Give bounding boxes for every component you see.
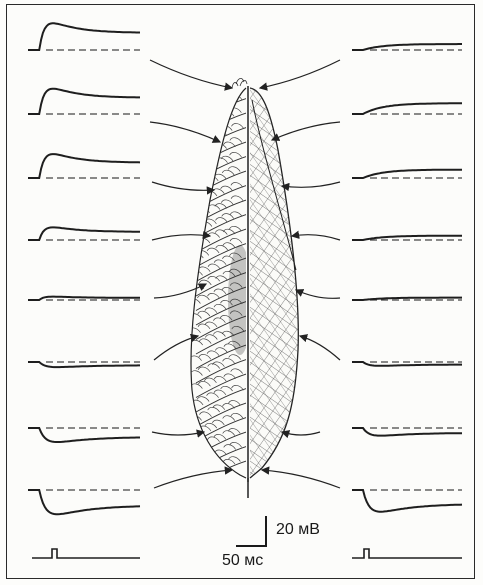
left-response-curve-2 (28, 89, 140, 114)
left-arrow-2 (150, 122, 220, 142)
right-arrow-3 (282, 182, 340, 187)
left-arrow-8 (154, 470, 232, 488)
left-trace-6 (28, 362, 140, 367)
right-response-curve-3 (352, 170, 462, 178)
left-response-curve-8 (28, 490, 140, 514)
right-arrow-8 (262, 470, 340, 488)
left-trace-1 (28, 23, 140, 50)
right-response-curve-7 (352, 428, 462, 436)
right-trace-6 (352, 362, 462, 366)
left-response-curve-3 (28, 154, 140, 178)
left-arrow-3 (152, 182, 214, 190)
left-trace-7 (28, 428, 140, 442)
right-arrow-1 (260, 60, 340, 88)
right-arrow-4 (292, 235, 340, 240)
right-trace-column (352, 44, 462, 512)
right-trace-3 (352, 170, 462, 178)
left-response-curve-1 (28, 23, 140, 50)
left-trace-4 (28, 227, 140, 240)
right-response-curve-4 (352, 236, 462, 240)
right-arrow-6 (300, 336, 340, 360)
scale-bar (236, 516, 266, 546)
right-trace-5 (352, 298, 462, 300)
left-trace-5 (28, 297, 140, 300)
left-response-curve-6 (28, 362, 140, 367)
right-trace-8 (352, 490, 462, 512)
right-response-curve-2 (352, 103, 462, 114)
right-arrow-7 (282, 432, 320, 435)
scale-time-label: 50 мс (222, 552, 263, 570)
right-trace-4 (352, 236, 462, 240)
right-arrow-5 (296, 290, 340, 298)
left-trace-column (28, 23, 140, 514)
left-trace-8 (28, 490, 140, 514)
left-trace-2 (28, 89, 140, 114)
left-arrow-7 (152, 432, 204, 435)
left-trace-3 (28, 154, 140, 178)
left-arrow-4 (152, 235, 210, 240)
right-response-curve-1 (352, 44, 462, 50)
right-trace-7 (352, 428, 462, 436)
stimulus-marker-left (32, 549, 140, 558)
scale-voltage-label: 20 мВ (276, 521, 320, 539)
mesh-texture (240, 80, 320, 490)
left-response-curve-7 (28, 428, 140, 442)
stimulus-marker-right (352, 549, 462, 558)
right-trace-2 (352, 103, 462, 114)
right-response-curve-8 (352, 490, 462, 512)
right-trace-1 (352, 44, 462, 50)
right-arrow-2 (272, 122, 340, 140)
left-response-curve-4 (28, 227, 140, 240)
left-arrow-1 (150, 60, 232, 88)
